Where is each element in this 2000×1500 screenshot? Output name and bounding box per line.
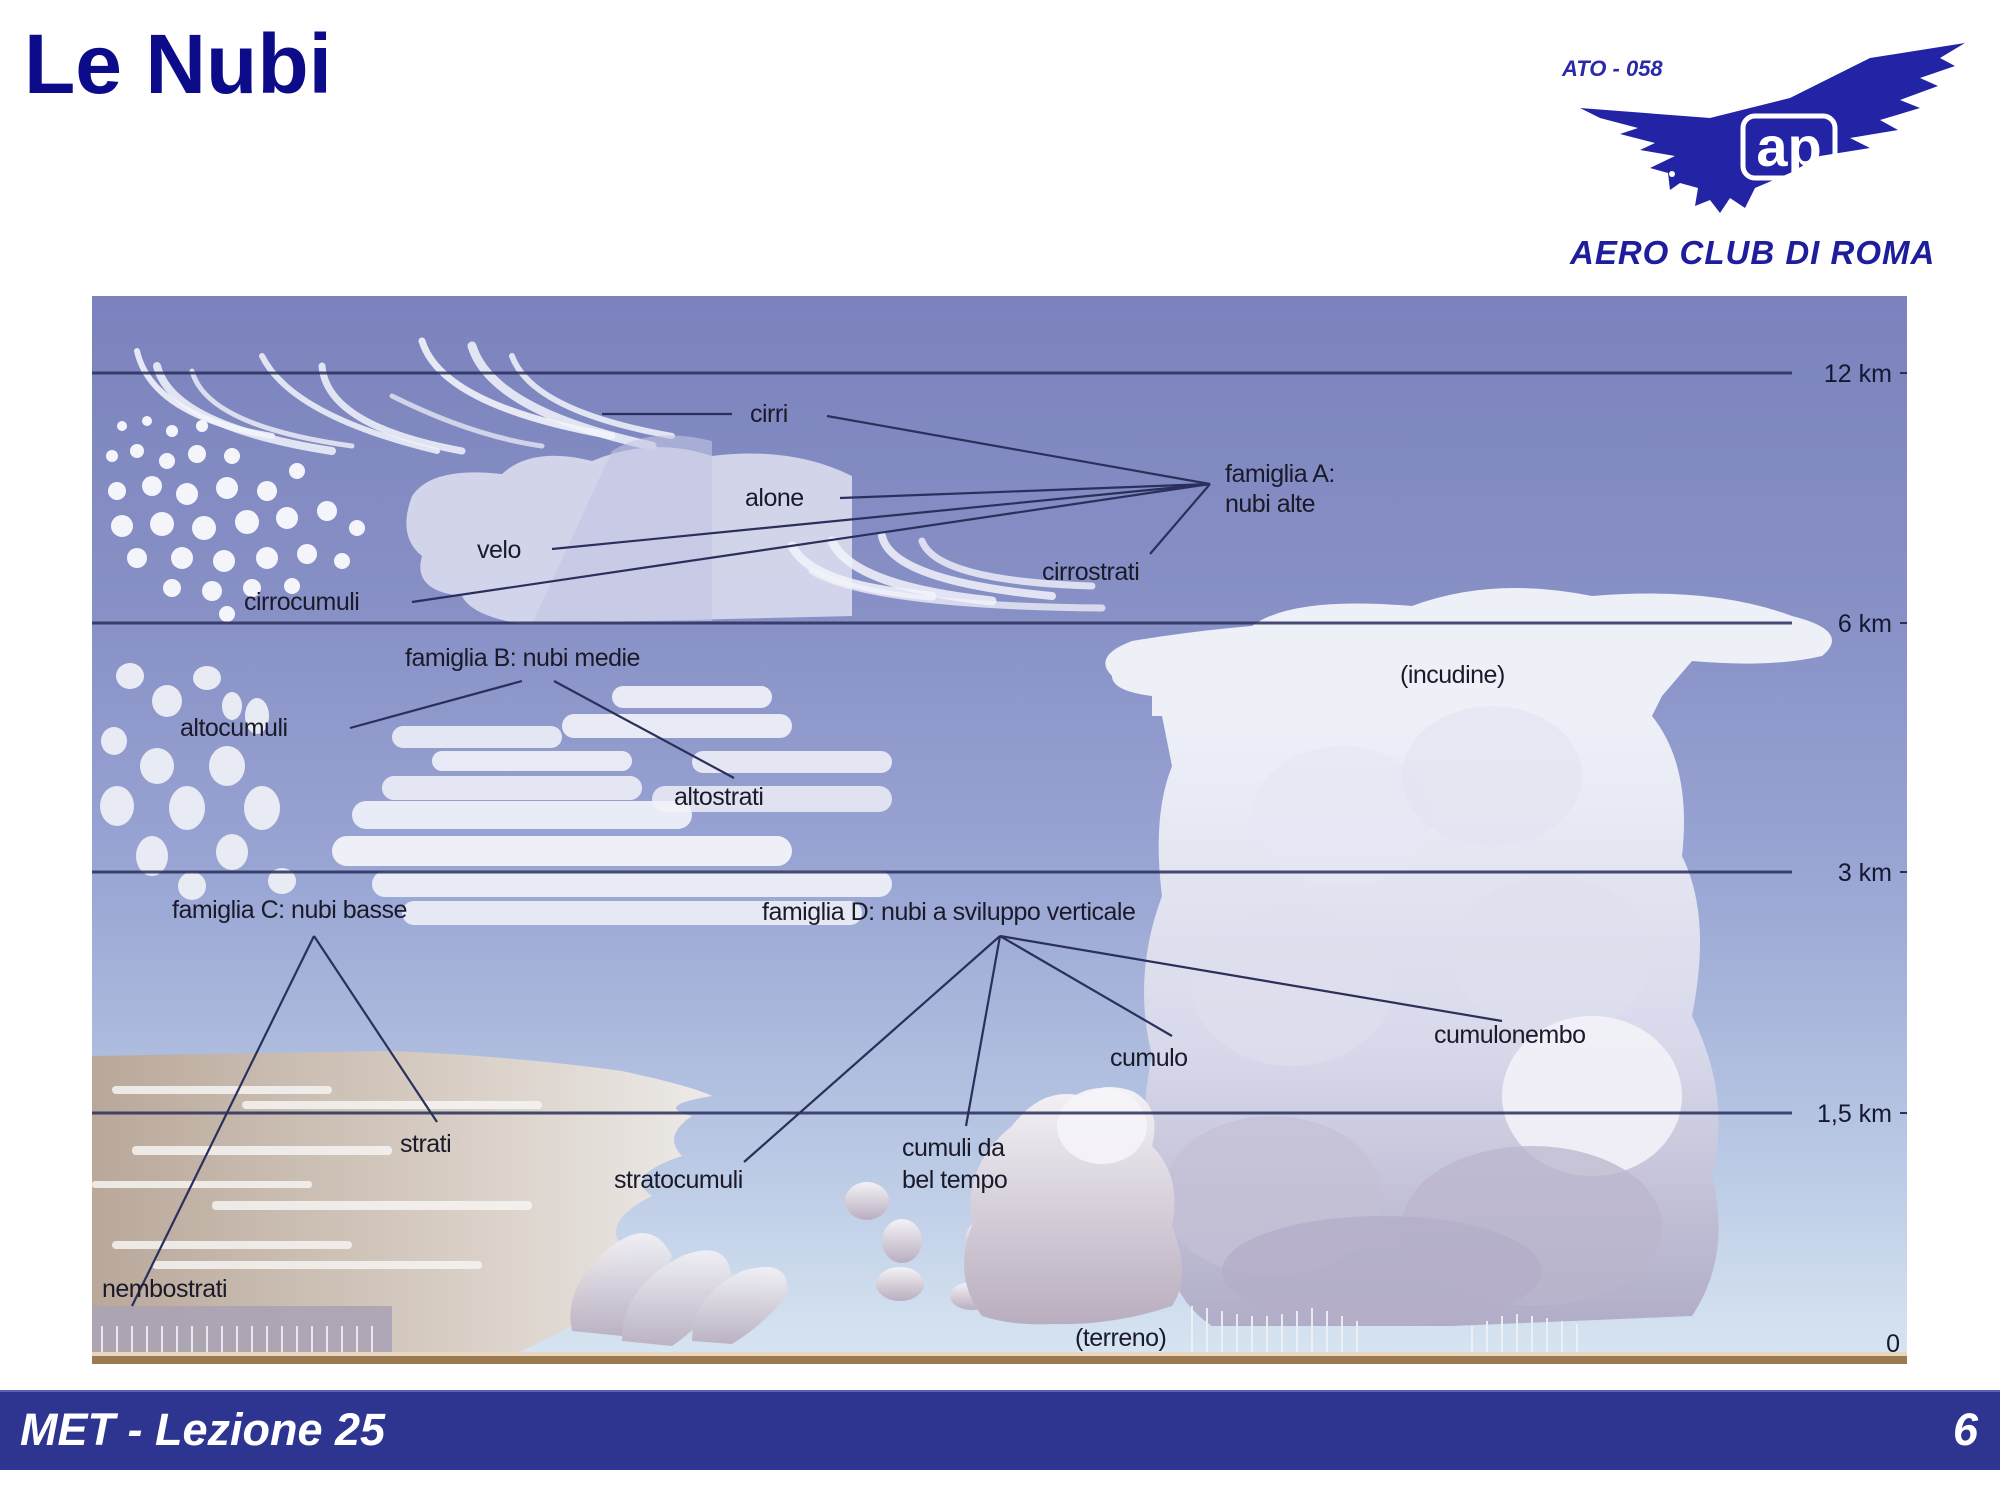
label-famiglia-a-line2: nubi alte [1225, 490, 1315, 518]
cirrocumuli-illustration [106, 416, 365, 622]
label-cirrostrati: cirrostrati [1042, 558, 1139, 586]
label-famiglia-c: famiglia C: nubi basse [172, 896, 407, 924]
label-terreno: (terreno) [1075, 1324, 1166, 1352]
label-cumulo: cumulo [1110, 1044, 1188, 1072]
eagle-icon: ap [1580, 43, 1965, 213]
altitude-label-1-5km: 1,5 km [1817, 1100, 1892, 1128]
label-stratocumuli: stratocumuli [614, 1166, 743, 1194]
label-altostrati: altostrati [674, 783, 763, 811]
leader-lines [131, 412, 1503, 1307]
slide-title: Le Nubi [24, 17, 332, 111]
logo-code: ATO - 058 [1562, 56, 1663, 81]
altitude-label-6km: 6 km [1838, 610, 1892, 638]
ground-strip [92, 1356, 1907, 1364]
aero-club-logo: ap ATO - 058 AERO CLUB DI ROMA [1560, 38, 1980, 278]
label-famiglia-b: famiglia B: nubi medie [405, 644, 640, 672]
ground-highlight [92, 1352, 1907, 1356]
altitude-label-3km: 3 km [1838, 859, 1892, 887]
cirri-illustration [134, 337, 675, 455]
label-cirrocumuli: cirrocumuli [244, 588, 359, 616]
altitude-label-0: 0 [1886, 1330, 1900, 1358]
cloud-classification-diagram: 12 km 6 km 3 km 1,5 km 0 cirri [92, 296, 1907, 1364]
label-nembostrati: nembostrati [102, 1275, 227, 1303]
lecture-title: MET - Lezione 25 [20, 1404, 386, 1455]
label-velo: velo [477, 536, 521, 564]
altitude-lines [92, 371, 1792, 1115]
page-number: 6 [1952, 1404, 1978, 1455]
altitude-ticks [1900, 372, 1907, 1114]
logo-name: AERO CLUB DI ROMA [1570, 234, 1936, 271]
altitude-label-12km: 12 km [1824, 360, 1892, 388]
altostrati-illustration [332, 686, 892, 925]
cumulonembo-illustration [1105, 588, 1832, 1354]
cirrostrati-illustration [787, 532, 1106, 612]
label-cumuli-da: cumuli da [902, 1134, 1005, 1162]
altocumuli-illustration [100, 663, 296, 900]
stratocumuli-illustration [570, 1233, 788, 1346]
label-incudine: (incudine) [1400, 661, 1505, 689]
cumulo-illustration [964, 1087, 1182, 1325]
svg-text:ap: ap [1756, 115, 1821, 178]
label-strati: strati [400, 1130, 451, 1158]
label-alone: alone [745, 484, 804, 512]
label-cirri: cirri [750, 400, 788, 428]
label-cumulonembo: cumulonembo [1434, 1021, 1586, 1049]
footer-bar: MET - Lezione 25 6 [0, 1390, 2000, 1470]
label-altocumuli: altocumuli [180, 714, 288, 742]
label-bel-tempo: bel tempo [902, 1166, 1007, 1194]
strati-nembostrati-illustration [92, 1051, 712, 1356]
label-famiglia-d: famiglia D: nubi a sviluppo verticale [762, 898, 1135, 926]
label-famiglia-a-line1: famiglia A: [1225, 460, 1335, 488]
